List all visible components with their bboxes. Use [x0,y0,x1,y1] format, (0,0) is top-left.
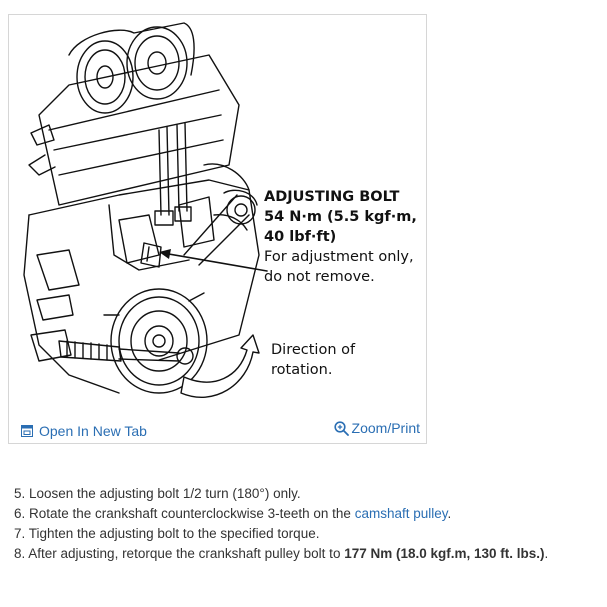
diagram-figure: ADJUSTING BOLT 54 N·m (5.5 kgf·m, 40 lbf… [8,14,427,444]
direction-line-1: Direction of [271,342,356,358]
bolt-title: ADJUSTING BOLT [264,189,399,205]
camshaft-pulley-link[interactable]: camshaft pulley [354,506,448,521]
engine-block [23,163,260,394]
camshaft-pulleys [68,22,195,114]
step-5: 5. Loosen the adjusting bolt 1/2 turn (1… [14,486,301,501]
open-in-new-tab-link[interactable]: Open In New Tab [21,423,147,439]
step-6: 6. Rotate the crankshaft counterclockwis… [14,506,452,521]
bolt-leader-line [162,252,268,272]
studs [154,122,192,226]
bolt-note-line-2: do not remove. [264,269,375,285]
figure-footer: Open In New Tab Zoom/Print [9,415,426,443]
open-in-new-tab-label: Open In New Tab [39,423,147,439]
zoom-print-link[interactable]: Zoom/Print [333,420,420,436]
zoom-print-label: Zoom/Print [351,420,420,436]
step-8: 8. After adjusting, retorque the cranksh… [14,546,549,561]
cylinder-head [28,54,240,206]
wrench [58,340,194,365]
bolt-torque-line-1: 54 N·m (5.5 kgf·m, [264,209,417,225]
engine-illustration: ADJUSTING BOLT 54 N·m (5.5 kgf·m, 40 lbf… [23,22,417,398]
step-7: 7. Tighten the adjusting bolt to the spe… [14,526,320,541]
crankshaft-pulley [103,288,208,394]
timing-belt [183,189,258,266]
bolt-note-line-1: For adjustment only, [264,249,414,265]
bolt-torque-line-2: 40 lbf·ft) [264,229,336,245]
crank-bolt-torque: 177 Nm (18.0 kgf.m, 130 ft. lbs.) [344,546,545,561]
adjusting-bolt [140,242,162,268]
external-window-icon [21,425,33,437]
instruction-steps: 5. Loosen the adjusting bolt 1/2 turn (1… [14,484,599,564]
zoom-magnifier-icon [333,420,349,436]
rotation-arrow [180,334,260,398]
direction-line-2: rotation. [271,362,332,378]
